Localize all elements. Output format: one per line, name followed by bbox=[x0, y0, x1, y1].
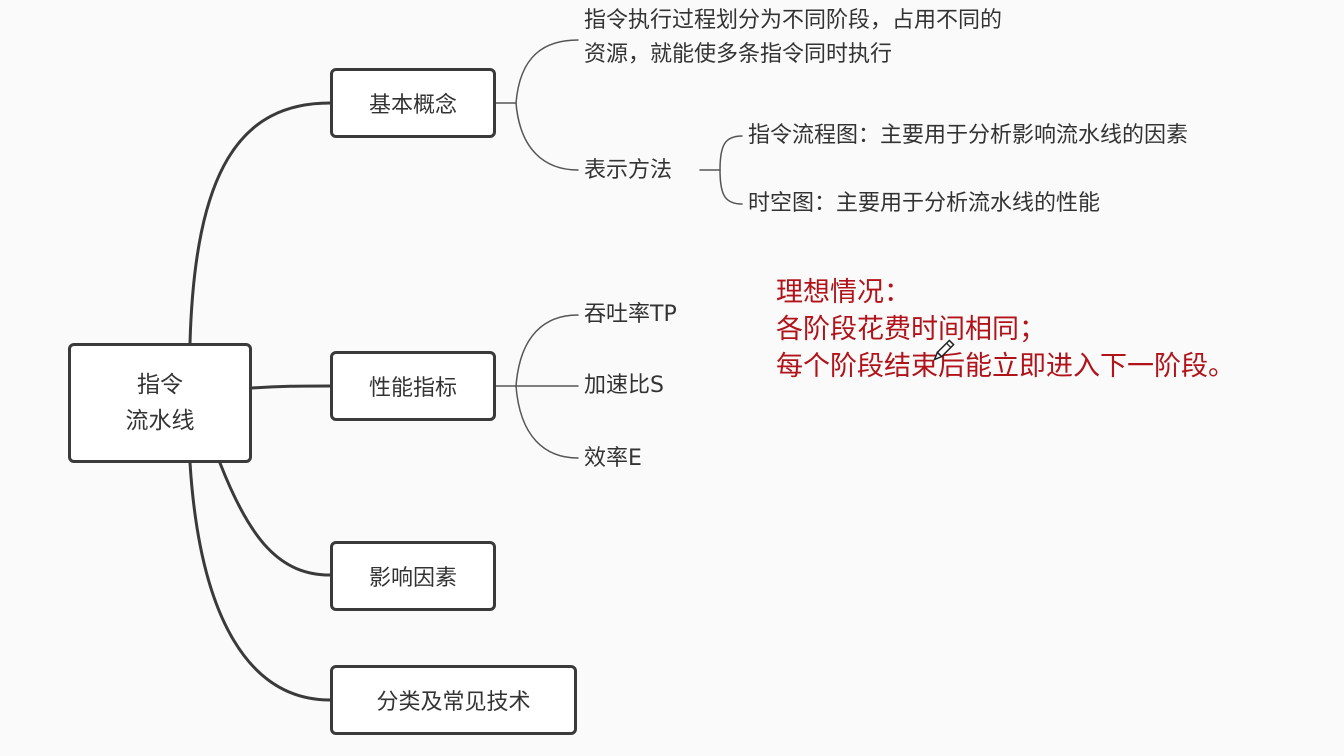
pen-cursor-icon bbox=[933, 339, 955, 361]
branch-node-classification[interactable]: 分类及常见技术 bbox=[330, 665, 577, 735]
leaf-basic-description[interactable]: 指令执行过程划分为不同阶段，占用不同的 资源，就能使多条指令同时执行 bbox=[584, 4, 1002, 72]
leaf-representation[interactable]: 表示方法 bbox=[584, 158, 673, 183]
connector-basic-repr bbox=[515, 102, 579, 171]
leaf-basic-description-line2: 资源，就能使多条指令同时执行 bbox=[584, 42, 893, 67]
branch-label-basic-concept: 基本概念 bbox=[368, 93, 457, 118]
root-label-line2: 流水线 bbox=[125, 408, 195, 434]
leaf-basic-description-line1: 指令执行过程划分为不同阶段，占用不同的 bbox=[584, 8, 1003, 33]
annotation-line2: 各阶段花费时间相同； bbox=[776, 314, 1046, 345]
branch-label-classification: 分类及常见技术 bbox=[376, 690, 531, 715]
connector-repr-flow bbox=[719, 135, 743, 171]
branch-label-performance: 性能指标 bbox=[368, 376, 457, 401]
connector-perf-tp bbox=[515, 314, 579, 387]
leaf-space-time-diagram[interactable]: 时空图：主要用于分析流水线的性能 bbox=[748, 191, 1101, 216]
connector-root-class bbox=[188, 461, 332, 702]
annotation-line1: 理想情况： bbox=[776, 277, 911, 308]
connector-basic-desc bbox=[515, 39, 579, 104]
branch-label-factors: 影响因素 bbox=[368, 566, 457, 591]
branch-node-performance[interactable]: 性能指标 bbox=[330, 351, 496, 421]
leaf-instruction-flowchart[interactable]: 指令流程图：主要用于分析影响流水线的因素 bbox=[748, 123, 1189, 148]
connector-root-perf bbox=[250, 384, 332, 390]
root-node[interactable]: 指令 流水线 bbox=[68, 343, 252, 463]
connector-root-factor bbox=[218, 461, 332, 577]
root-label-line1: 指令 bbox=[137, 372, 183, 398]
leaf-throughput[interactable]: 吞吐率TP bbox=[584, 302, 677, 327]
leaf-efficiency[interactable]: 效率E bbox=[584, 446, 642, 471]
handwritten-annotation: 理想情况： 各阶段花费时间相同； 每个阶段结束后能立即进入下一阶段。 bbox=[776, 274, 1235, 385]
connector-perf-eff bbox=[515, 385, 579, 459]
connector-repr-space bbox=[719, 169, 743, 205]
connector-root-basic bbox=[188, 101, 332, 345]
leaf-speedup[interactable]: 加速比S bbox=[584, 373, 664, 398]
annotation-line3: 每个阶段结束后能立即进入下一阶段。 bbox=[776, 351, 1235, 382]
branch-node-factors[interactable]: 影响因素 bbox=[330, 541, 496, 611]
branch-node-basic-concept[interactable]: 基本概念 bbox=[330, 68, 496, 138]
